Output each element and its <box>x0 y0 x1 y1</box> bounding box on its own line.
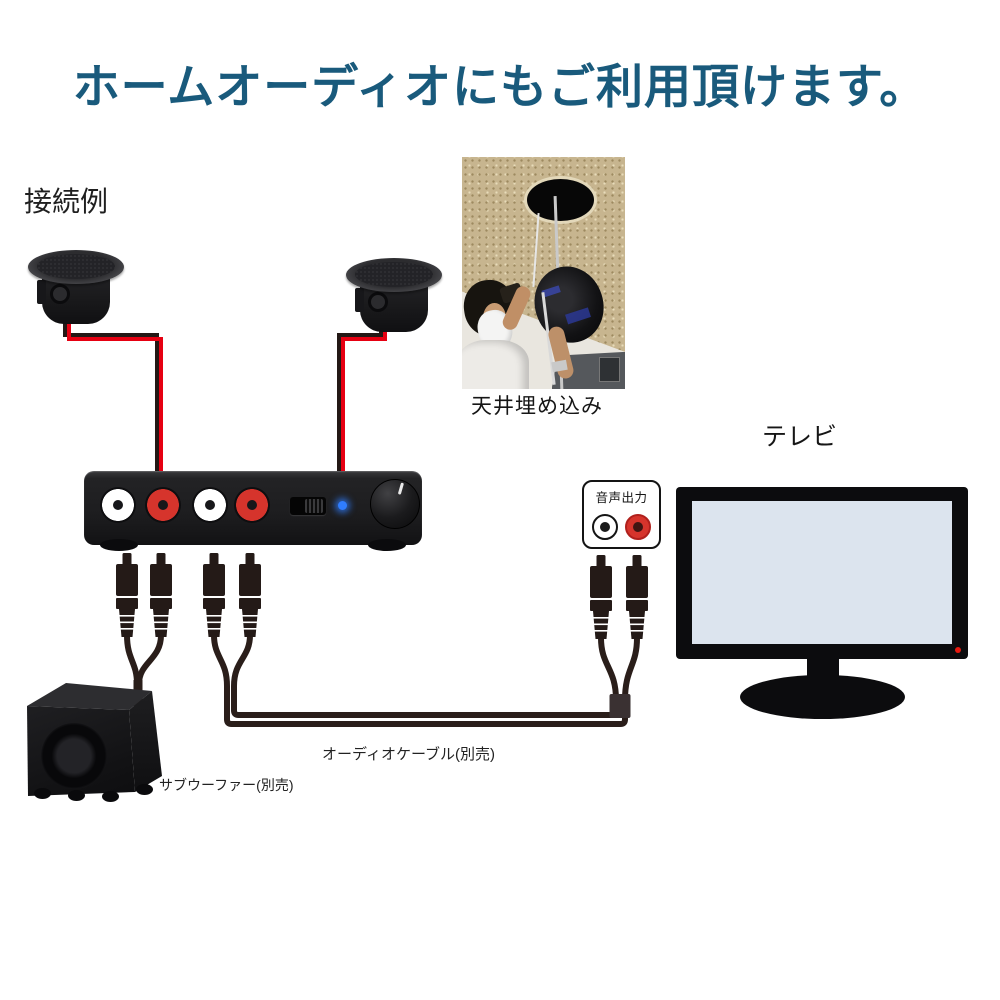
photo-installer-shirt <box>462 340 529 389</box>
volume-knob-icon <box>370 479 420 529</box>
subwoofer-port <box>41 723 107 789</box>
rca-jack-red-icon <box>234 487 270 523</box>
subwoofer-foot <box>102 791 119 802</box>
subwoofer-foot <box>68 790 85 801</box>
rca-plug-icon <box>150 553 172 637</box>
cable-sleeve <box>609 694 631 718</box>
power-switch-icon <box>290 497 326 515</box>
tv-label: テレビ <box>762 423 838 451</box>
ceiling-install-photo <box>462 157 625 389</box>
tv-power-led <box>955 647 961 653</box>
connection-example-label: 接続例 <box>24 186 109 217</box>
rca-plug-icon <box>203 553 225 637</box>
rca-jack-white-icon <box>100 487 136 523</box>
rca-jack-white-icon <box>192 487 228 523</box>
page-title: ホームオーディオにもご利用頂けます。 <box>72 60 928 113</box>
rca-plug-icon <box>626 555 648 639</box>
photo-wall-frame <box>598 356 621 382</box>
rca-jack-white-icon <box>591 514 618 540</box>
tv-screen <box>692 501 952 644</box>
speaker-wire-right <box>337 322 387 472</box>
amp-foot <box>368 539 406 551</box>
speaker-grille <box>37 254 115 279</box>
audio-output-label: 音声出力 <box>595 491 648 505</box>
rca-plug-icon <box>116 553 138 637</box>
speaker-grille <box>355 262 433 287</box>
amp-foot <box>100 539 138 551</box>
audio-cable <box>211 634 640 727</box>
ceiling-mount-label: 天井埋め込み <box>471 395 603 418</box>
subwoofer-foot <box>136 784 153 795</box>
tv-stand-base <box>740 675 905 719</box>
speaker-wire-left <box>63 316 163 472</box>
subwoofer-foot <box>34 788 51 799</box>
tv-icon <box>676 487 968 659</box>
rca-jack-red-icon <box>145 487 181 523</box>
subwoofer-icon <box>22 678 164 802</box>
power-led-icon <box>338 501 347 510</box>
ceiling-speaker-left-icon <box>28 250 124 328</box>
rca-plug-icon <box>590 555 612 639</box>
audio-cable-label: オーディオケーブル(別売) <box>322 746 496 763</box>
audio-output-panel: 音声出力 <box>582 480 661 549</box>
rca-jack-red-icon <box>625 514 652 540</box>
rca-plug-icon <box>239 553 261 637</box>
amplifier <box>84 471 422 551</box>
subwoofer-label: サブウーファー(別売) <box>159 777 294 793</box>
ceiling-speaker-right-icon <box>346 258 442 336</box>
